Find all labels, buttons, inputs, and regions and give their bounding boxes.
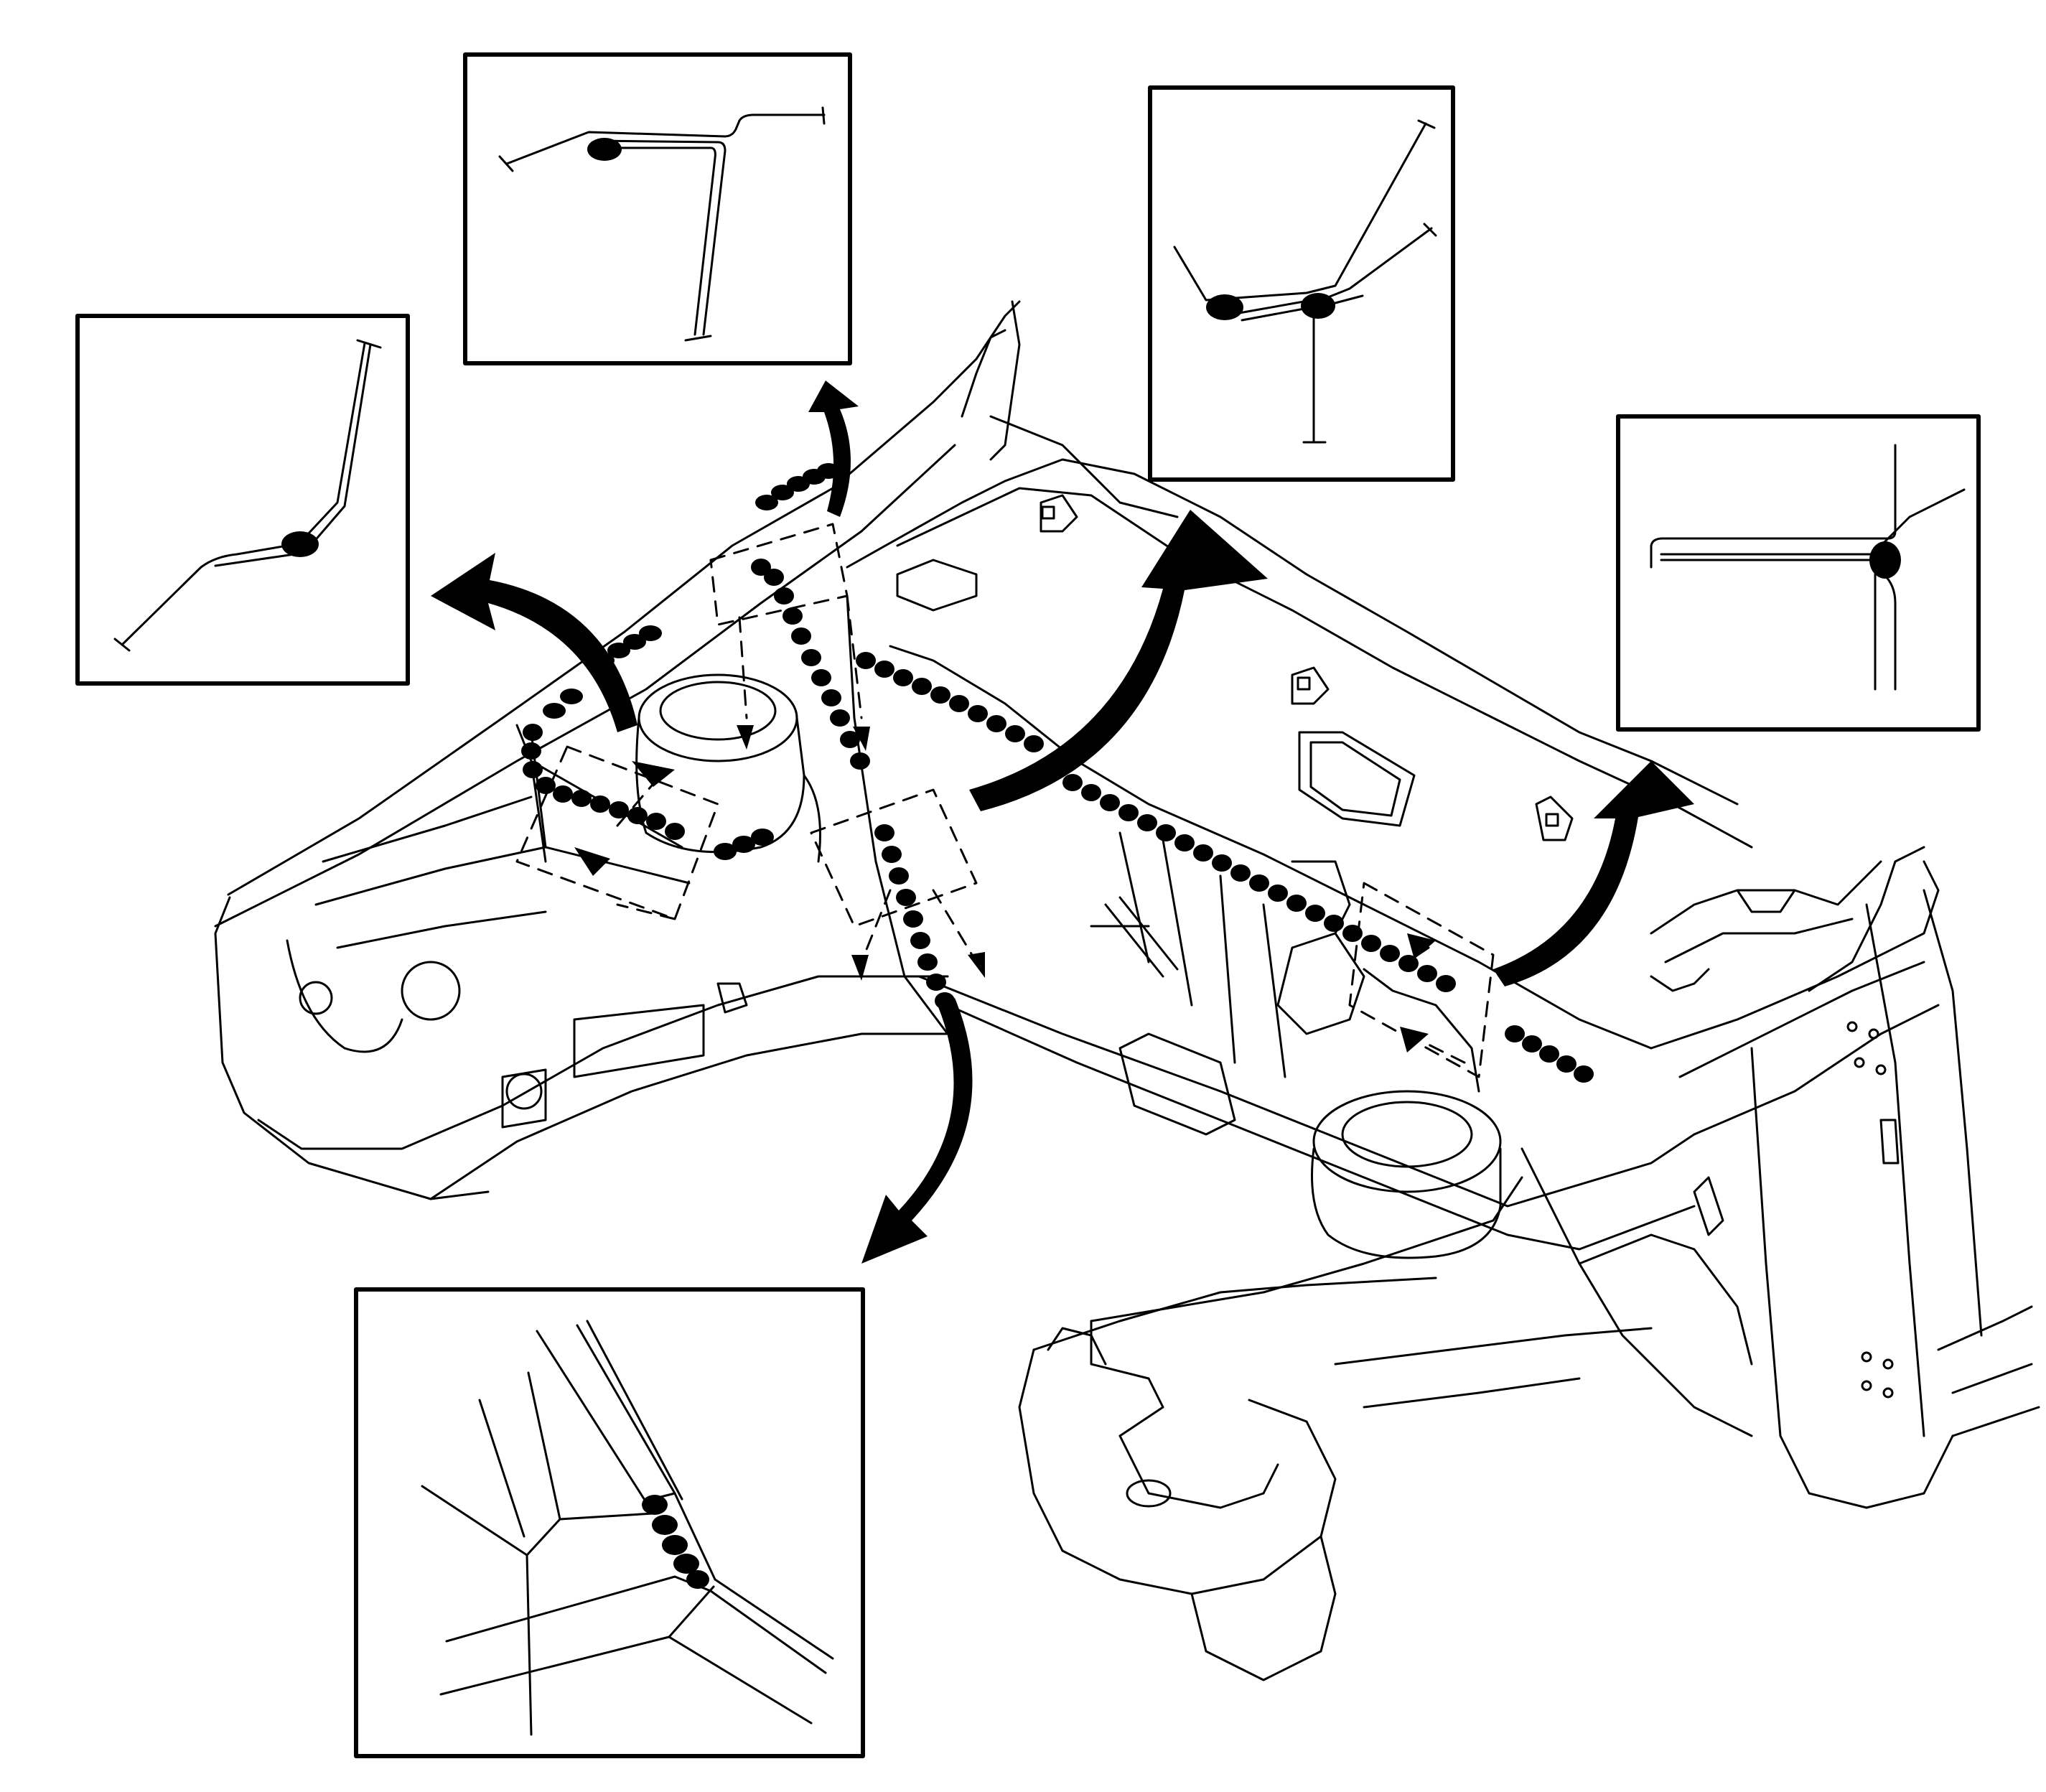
- sealer-bead: [1301, 293, 1335, 319]
- detail-top-center: [463, 52, 852, 365]
- callout-arrows: [431, 381, 1694, 1264]
- body-structure: [214, 300, 2040, 1681]
- sealer-bead: [642, 1495, 709, 1589]
- detail-bottom: [354, 1287, 865, 1758]
- sealer-bead: [1206, 294, 1243, 320]
- sealer-bead: [587, 138, 622, 161]
- pointer-arrowheads: [574, 725, 1436, 1053]
- sealer-bead: [1869, 541, 1901, 579]
- detail-top-right: [1148, 85, 1455, 482]
- detail-upper-left: [75, 314, 410, 686]
- sealer-bead: [281, 531, 319, 557]
- sealer-beads-main: [521, 463, 1594, 1083]
- detail-right: [1616, 414, 1981, 732]
